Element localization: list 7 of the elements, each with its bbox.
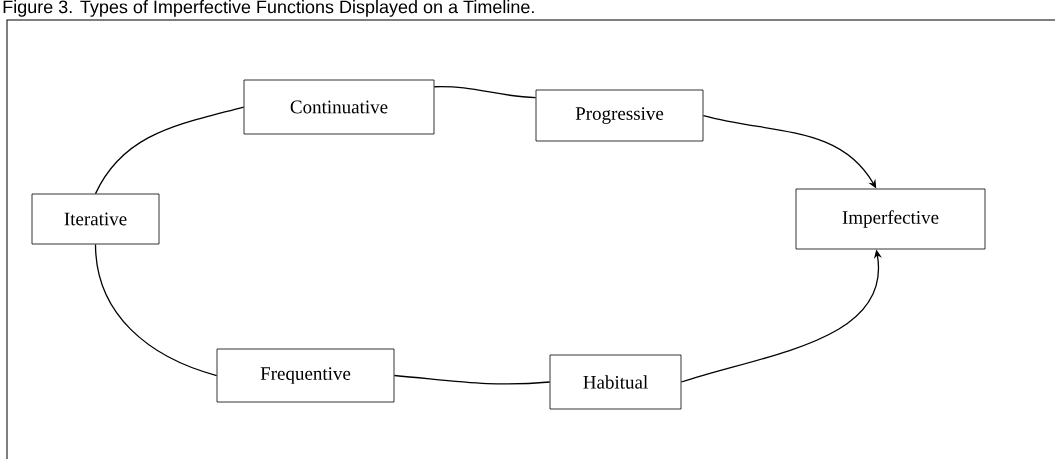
- term-box: Imperfective: [795, 188, 986, 250]
- figure-title: Figure 3. Types of Imperfective Functions Displayed on a Timeline.: [3, 0, 534, 17]
- term-box: Frequentive: [216, 348, 395, 403]
- term-box: Iterative: [31, 193, 160, 245]
- term-box: Progressive: [535, 89, 704, 142]
- term-box: Continuative: [243, 79, 435, 135]
- term-box: Habitual: [549, 354, 682, 410]
